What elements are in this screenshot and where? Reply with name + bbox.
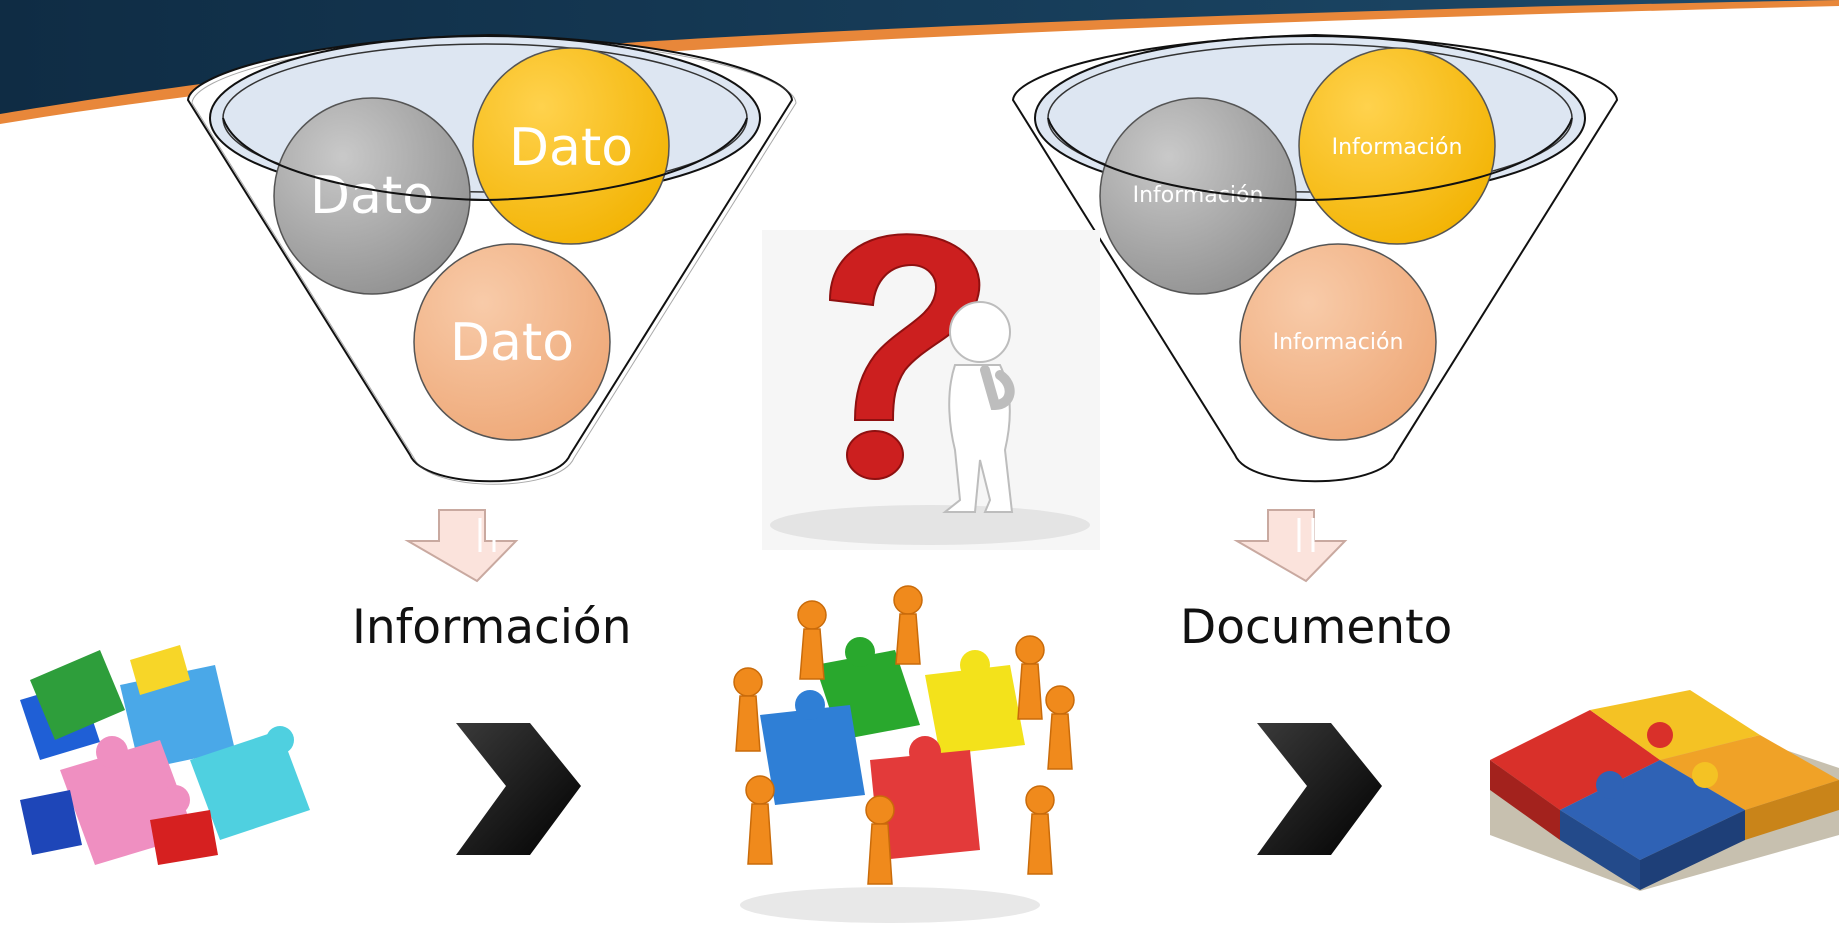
- down-arrow-right: [1233, 509, 1348, 583]
- question-thinker-icon: [762, 230, 1100, 550]
- team-puzzle-icon: [733, 585, 1075, 923]
- header-band: [0, 0, 1839, 124]
- circle-label: Dato: [450, 313, 574, 373]
- circle-informacion-gold: Información: [1298, 47, 1496, 245]
- output-label-informacion: Información: [352, 600, 632, 655]
- chevron-right-icon: [456, 723, 581, 855]
- down-arrow-left: [404, 509, 519, 583]
- circle-dato-peach: Dato: [413, 243, 611, 441]
- circle-informacion-gray: Información: [1099, 97, 1297, 295]
- circle-informacion-peach: Información: [1239, 243, 1437, 441]
- circle-label: Información: [1332, 135, 1463, 160]
- funnel-right: Información Información Información: [1011, 33, 1619, 483]
- chevron-right-icon: [1257, 723, 1382, 855]
- circle-dato-gray: Dato: [273, 97, 471, 295]
- circle-label: Dato: [509, 118, 633, 178]
- assembled-puzzle-icon: [1490, 690, 1839, 891]
- scattered-puzzle-icon: [20, 645, 310, 865]
- funnel-left: Dato Dato Dato: [186, 33, 797, 485]
- circle-label: Información: [1273, 330, 1404, 355]
- circle-dato-gold: Dato: [472, 47, 670, 245]
- output-label-documento: Documento: [1180, 600, 1453, 655]
